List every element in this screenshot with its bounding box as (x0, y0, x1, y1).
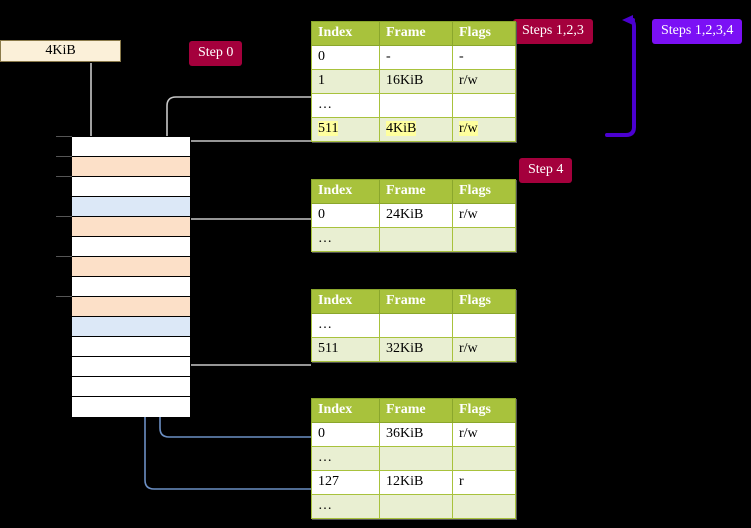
cell-frame: 12KiB (379, 470, 453, 495)
table-row: … (311, 313, 516, 338)
memory-row (72, 137, 190, 157)
cell-frame: 16KiB (379, 69, 453, 94)
memory-row (72, 377, 190, 397)
badge-steps-1234: Steps 1,2,3,4 (652, 19, 743, 44)
cell-frame (379, 446, 453, 471)
memory-tick (56, 216, 72, 217)
cell-flags: - (452, 45, 516, 70)
cell-flags (452, 446, 516, 471)
cell-index: … (311, 446, 380, 471)
purple-loop-arrow (605, 15, 636, 137)
cell-flags: r/w (452, 117, 516, 142)
col-header-flags: Flags (452, 398, 516, 423)
table-row: … (311, 494, 516, 519)
memory-row (72, 277, 190, 297)
memory-tick (56, 176, 72, 177)
col-header-index: Index (311, 21, 380, 46)
badge-step-4-label: Step 4 (528, 162, 564, 177)
cell-flags: r/w (452, 203, 516, 228)
col-header-index: Index (311, 289, 380, 314)
cell-index: 0 (311, 45, 380, 70)
cell-flags: r/w (452, 69, 516, 94)
cell-frame: 32KiB (379, 337, 453, 362)
col-header-index: Index (311, 179, 380, 204)
badge-step-0: Step 0 (189, 41, 243, 66)
cell-frame (379, 93, 453, 118)
table-row: … (311, 93, 516, 118)
memory-column (71, 136, 191, 417)
cell-frame (379, 227, 453, 252)
cell-flags (452, 494, 516, 519)
cell-index: 511 (311, 117, 380, 142)
memory-row (72, 337, 190, 357)
cell-flags (452, 93, 516, 118)
cell-frame: 4KiB (379, 117, 453, 142)
memory-row (72, 357, 190, 377)
table-row: … (311, 446, 516, 471)
col-header-frame: Frame (379, 289, 453, 314)
table-row: … (311, 227, 516, 252)
cell-frame: - (379, 45, 453, 70)
memory-row (72, 217, 190, 237)
cell-index: 127 (311, 470, 380, 495)
memory-row (72, 197, 190, 217)
cell-flags: r (452, 470, 516, 495)
cell-index: … (311, 313, 380, 338)
cell-flags: r/w (452, 337, 516, 362)
memory-tick (56, 296, 72, 297)
memory-row (72, 237, 190, 257)
col-header-frame: Frame (379, 179, 453, 204)
line-pdp-24kib (176, 218, 311, 256)
badge-step-4: Step 4 (519, 158, 573, 183)
badge-steps-1234-label: Steps 1,2,3,4 (661, 23, 734, 38)
cell-index: … (311, 227, 380, 252)
memory-row (72, 317, 190, 337)
memory-row (72, 257, 190, 277)
cell-frame (379, 313, 453, 338)
cell-index: … (311, 93, 380, 118)
col-header-frame: Frame (379, 21, 453, 46)
badge-steps-123-label: Steps 1,2,3 (522, 23, 584, 38)
memory-row (72, 177, 190, 197)
memory-row (72, 157, 190, 177)
cell-flags: r/w (452, 422, 516, 447)
memory-row (72, 297, 190, 317)
col-header-index: Index (311, 398, 380, 423)
col-header-frame: Frame (379, 398, 453, 423)
table-row: 0-- (311, 45, 516, 70)
badge-step-0-label: Step 0 (198, 45, 234, 60)
memory-tick (56, 136, 72, 137)
memory-row (72, 397, 190, 417)
col-header-flags: Flags (452, 21, 516, 46)
cell-frame: 24KiB (379, 203, 453, 228)
cell-index: 0 (311, 422, 380, 447)
source-frame-label: 4KiB (45, 43, 76, 58)
memory-tick (56, 156, 72, 157)
memory-tick (56, 256, 72, 257)
cell-index: … (311, 494, 380, 519)
cell-index: 0 (311, 203, 380, 228)
source-frame-box: 4KiB (0, 40, 121, 62)
line-pml4-4kib (176, 140, 311, 156)
cell-index: 1 (311, 69, 380, 94)
cell-flags (452, 227, 516, 252)
cell-index: 511 (311, 337, 380, 362)
col-header-flags: Flags (452, 179, 516, 204)
badge-steps-123: Steps 1,2,3 (513, 19, 593, 44)
cell-frame: 36KiB (379, 422, 453, 447)
cell-frame (379, 494, 453, 519)
col-header-flags: Flags (452, 289, 516, 314)
cell-flags (452, 313, 516, 338)
